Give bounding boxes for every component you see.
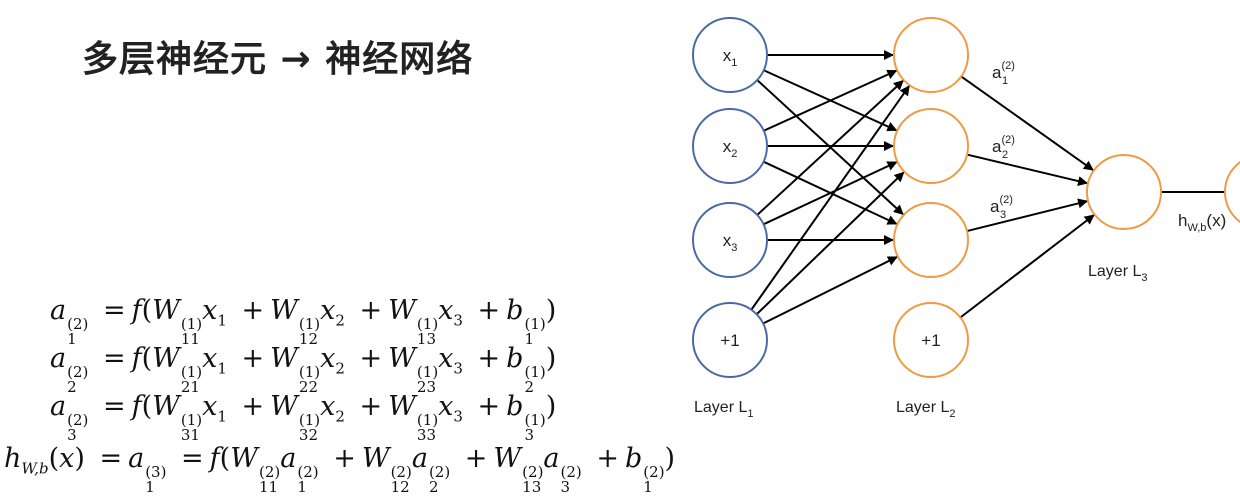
activation-label-1: a(2)1 <box>992 60 1015 87</box>
input-node-3 <box>692 202 768 278</box>
input-node-label-1: x1 <box>723 46 738 69</box>
layer-label-3: Layer L3 <box>1088 263 1148 284</box>
network-nodes <box>692 17 1240 378</box>
edge-l1-3-to-l2-2 <box>763 161 898 226</box>
activation-label-3: a(2)3 <box>990 194 1013 221</box>
input-node-label-2: x2 <box>723 137 738 160</box>
layer-label-1: Layer L1 <box>694 399 754 420</box>
hidden-node-3 <box>893 202 969 278</box>
edge-l2-2-to-l3 <box>966 153 1089 186</box>
input-node-label-4: +1 <box>720 331 739 350</box>
edge-l1-4-to-l2-2 <box>755 171 905 316</box>
edge-node-partial <box>1224 161 1240 223</box>
connection-edges <box>750 50 1239 325</box>
edge-l1-2-to-l2-1 <box>763 69 898 132</box>
edge-l1-3-to-l2-1 <box>756 79 904 216</box>
edge-l2-1-to-l3 <box>960 75 1094 171</box>
hidden-node-2 <box>893 108 969 184</box>
hidden-node-1 <box>893 17 969 93</box>
activation-label-2: a(2)2 <box>992 134 1015 161</box>
input-node-2 <box>692 108 768 184</box>
edge-l2-3-to-l3 <box>966 198 1089 233</box>
edge-l2-4-to-l3 <box>959 214 1095 319</box>
edge-l1-4-to-l2-1 <box>750 85 910 311</box>
hidden-node-4 <box>893 302 969 378</box>
output-node <box>1086 154 1162 230</box>
network-labels: x1 x2 x3 +1 +1 a(2)1 a(2)2 a(2)3 hW,b(x) Layer L1… <box>694 46 1226 420</box>
input-node-1 <box>692 17 768 93</box>
edge-l1-4-to-l2-3 <box>762 256 898 325</box>
slide-title: 多层神经元 → 神经网络 <box>82 39 474 80</box>
input-node-label-3: x3 <box>723 231 738 254</box>
hidden-node-label-4: +1 <box>921 331 940 350</box>
layer-label-2: Layer L2 <box>896 399 956 420</box>
input-node-4 <box>692 302 768 378</box>
output-label: hW,b(x) <box>1178 211 1226 234</box>
